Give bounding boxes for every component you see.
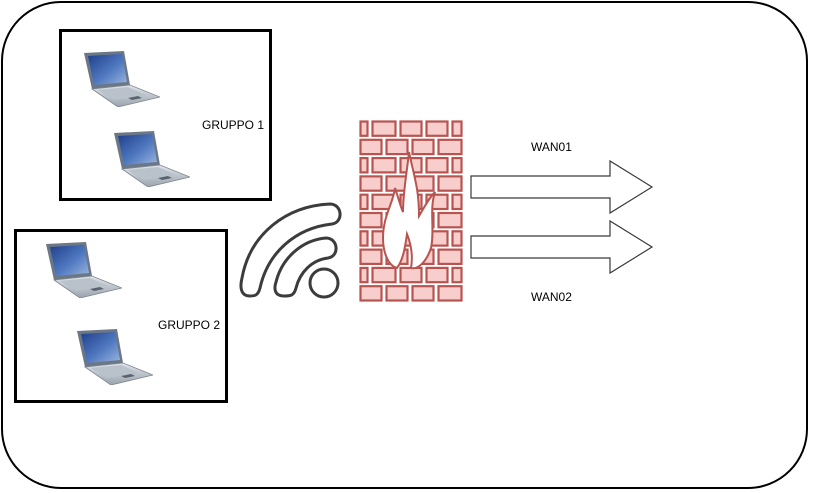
brick <box>437 175 463 192</box>
laptop-icon <box>46 242 122 298</box>
brick <box>359 138 383 156</box>
brick <box>359 211 383 229</box>
group-2-box[interactable]: GRUPPO 2 <box>14 229 228 403</box>
brick <box>451 193 463 211</box>
wifi-icon[interactable] <box>238 200 348 304</box>
brick <box>411 138 435 156</box>
brick <box>437 138 463 156</box>
brick <box>411 285 435 302</box>
brick <box>425 120 449 137</box>
brick <box>399 120 423 137</box>
brick <box>371 120 397 137</box>
brick <box>359 266 369 284</box>
group-2-label: GRUPPO 2 <box>158 318 221 332</box>
brick <box>399 266 423 284</box>
brick <box>451 266 463 284</box>
brick <box>451 230 463 247</box>
brick <box>451 156 463 174</box>
brick <box>359 156 369 174</box>
brick <box>437 248 463 266</box>
brick <box>359 193 369 211</box>
brick <box>359 248 383 266</box>
brick <box>371 266 397 284</box>
laptop-icon <box>114 131 190 187</box>
wan02-label: WAN02 <box>531 290 572 304</box>
wan01-arrow-icon[interactable] <box>470 159 655 215</box>
brick <box>437 211 463 229</box>
laptop-icon <box>77 329 153 385</box>
brick <box>425 266 449 284</box>
brick <box>359 285 383 302</box>
group-1-label: GRUPPO 1 <box>202 118 265 132</box>
brick <box>437 285 463 302</box>
wan01-label: WAN01 <box>531 140 572 154</box>
wan02-arrow-icon[interactable] <box>470 219 655 275</box>
flame <box>381 151 436 270</box>
brick <box>371 156 397 174</box>
laptop-icon <box>84 51 160 107</box>
brick <box>425 156 449 174</box>
brick <box>359 230 369 247</box>
group-1-box[interactable]: GRUPPO 1 <box>59 29 272 201</box>
brick <box>359 175 383 192</box>
brick <box>385 285 409 302</box>
brick <box>359 120 369 137</box>
brick <box>451 120 463 137</box>
brick <box>385 138 409 156</box>
firewall-icon[interactable] <box>359 120 463 303</box>
